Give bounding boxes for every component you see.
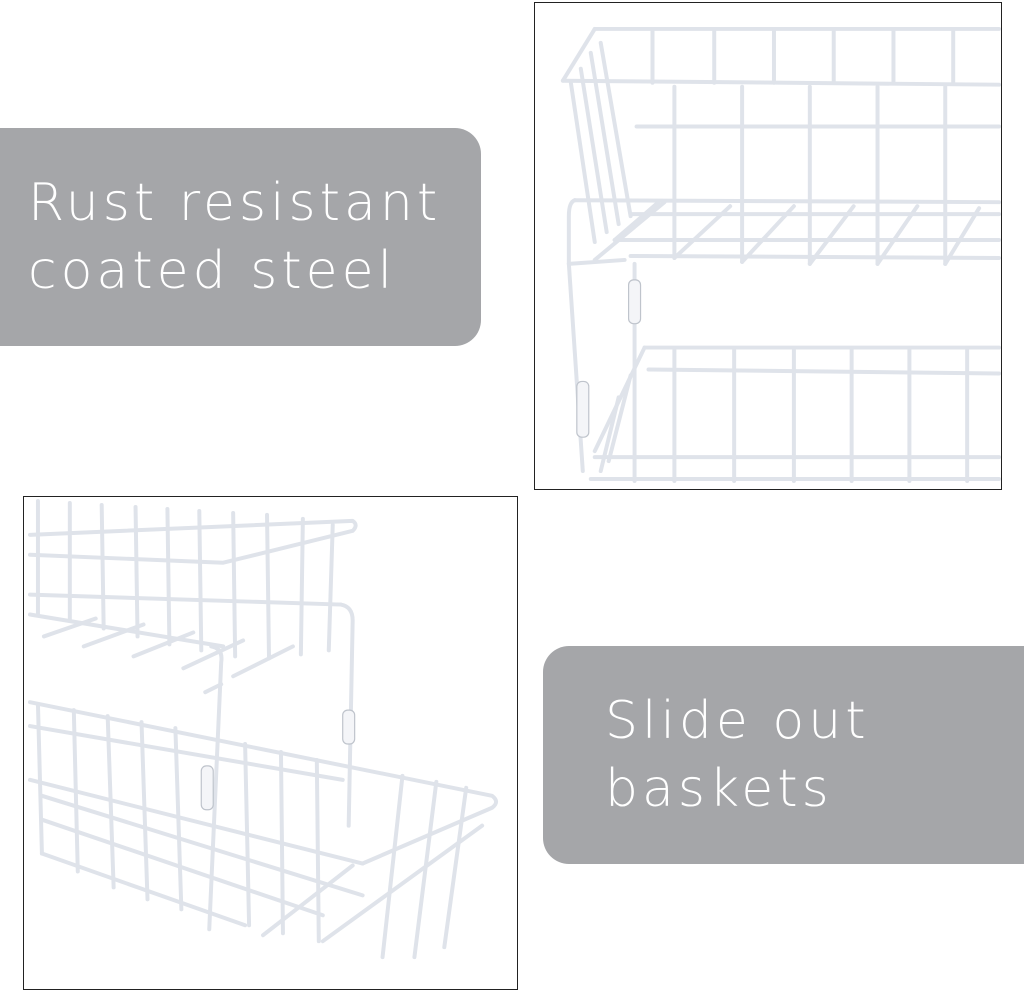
- wire-basket-illustration: [560, 26, 1001, 483]
- feature-label-slide-out: Slide out baskets: [543, 646, 1024, 864]
- product-image-closeup: [534, 2, 1002, 490]
- wire-basket-illustration: [27, 498, 499, 960]
- feature-text-line: baskets: [605, 759, 833, 819]
- feature-label-rust-resistant: Rust resistant coated steel: [0, 128, 481, 346]
- feature-text-line: coated steel: [28, 241, 397, 301]
- feature-text-line: Rust resistant: [28, 173, 442, 233]
- product-image-angled: [23, 496, 518, 990]
- feature-text-line: Slide out: [605, 691, 870, 751]
